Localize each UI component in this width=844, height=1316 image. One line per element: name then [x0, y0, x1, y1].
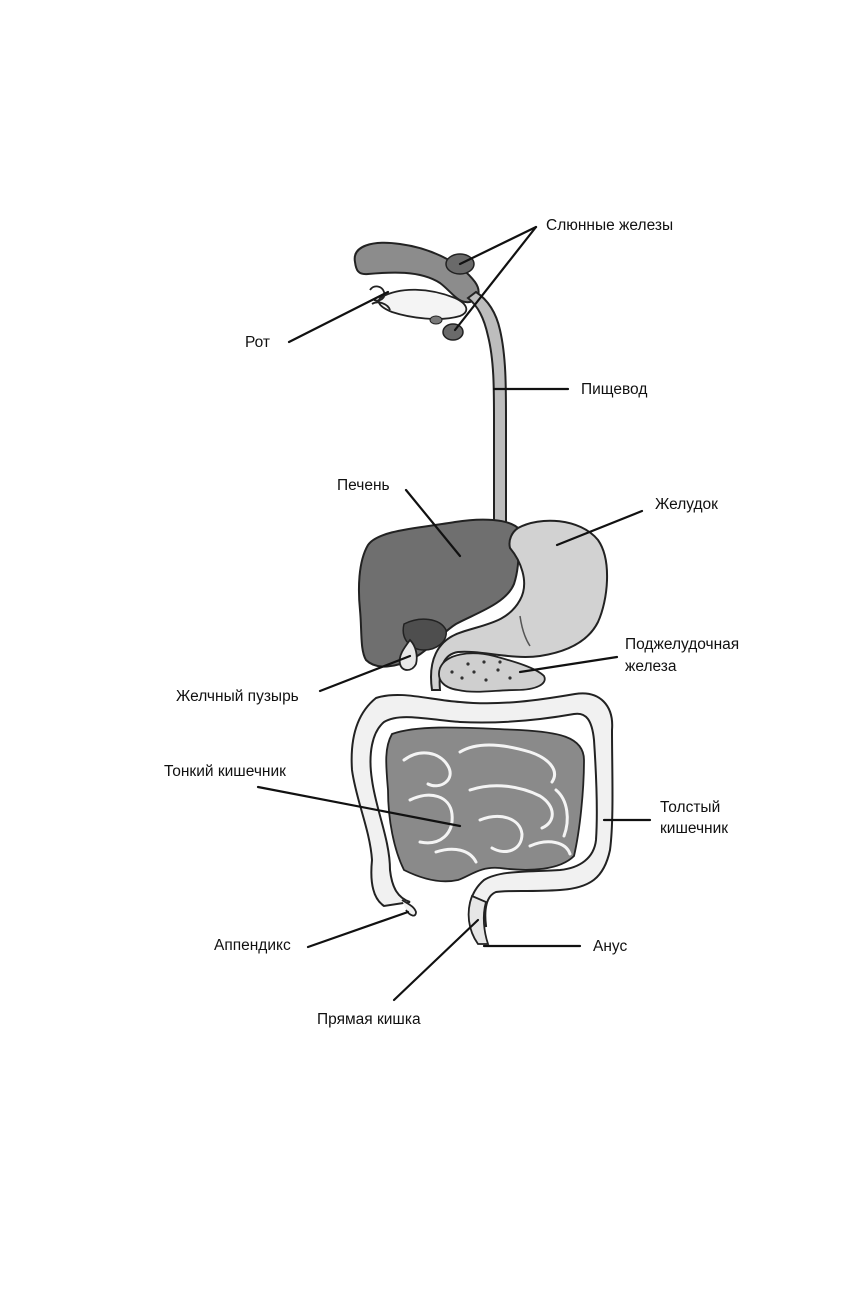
- label-anus: Анус: [593, 938, 628, 955]
- leader-gallbladder: [318, 654, 412, 693]
- salivary-gland-small: [429, 315, 443, 325]
- label-salivary-glands: Слюнные железы: [546, 217, 674, 234]
- leader-lines: [256, 225, 652, 1002]
- liver: [357, 518, 522, 668]
- small-intestine-loops: [402, 743, 572, 864]
- leader-pancreas: [518, 655, 619, 674]
- label-pancreas-line2: железа: [625, 658, 677, 675]
- pancreas: [438, 652, 546, 693]
- stomach: [430, 519, 608, 691]
- stomach-fold: [519, 615, 531, 647]
- small-intestine: [385, 726, 585, 883]
- tongue-palate: [353, 241, 480, 304]
- label-large-intestine-line1: Толстый: [660, 799, 721, 816]
- leader-appendix: [306, 910, 410, 949]
- label-pancreas-line1: Поджелудочная: [625, 636, 740, 653]
- label-gallbladder: Желчный пузырь: [176, 688, 299, 705]
- leader-rectum: [392, 918, 480, 1002]
- label-large-intestine-line2: кишечник: [660, 820, 729, 837]
- lips: [369, 285, 391, 311]
- label-appendix: Аппендикс: [214, 937, 291, 954]
- label-liver: Печень: [337, 477, 390, 494]
- leader-liver: [404, 488, 462, 558]
- label-mouth: Рот: [245, 334, 271, 351]
- leader-small-intestine: [256, 785, 462, 828]
- leader-salivary-lower: [453, 225, 538, 332]
- head-region: [353, 241, 480, 341]
- label-small-intestine: Тонкий кишечник: [164, 763, 286, 780]
- oral-cavity: [377, 288, 468, 320]
- leader-stomach: [555, 509, 644, 547]
- leader-mouth: [287, 290, 390, 344]
- esophagus-tube: [466, 290, 525, 549]
- large-intestine: [350, 692, 614, 930]
- appendix: [401, 899, 417, 917]
- label-rectum: Прямая кишка: [317, 1011, 421, 1028]
- leader-salivary-upper: [458, 225, 538, 266]
- pancreas-dots: [450, 660, 512, 682]
- label-esophagus: Пищевод: [581, 381, 648, 398]
- label-stomach: Желудок: [655, 496, 718, 513]
- salivary-gland-lower: [442, 323, 464, 341]
- gallbladder: [398, 638, 418, 671]
